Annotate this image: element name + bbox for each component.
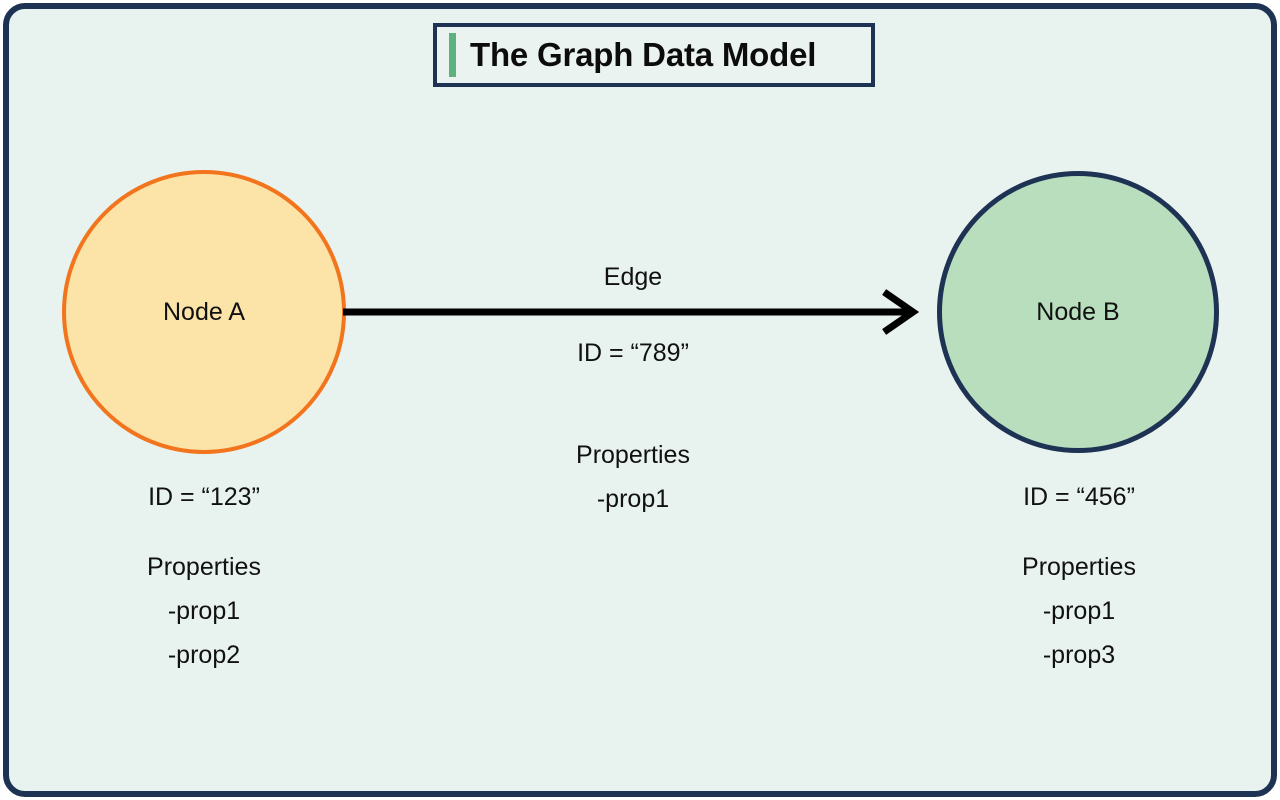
edge-label: Edge bbox=[513, 255, 753, 299]
node-a-property-item: -prop1 bbox=[167, 597, 241, 625]
page-title: The Graph Data Model bbox=[433, 23, 875, 87]
edge-label-text: Edge bbox=[603, 263, 663, 291]
edge-arrow bbox=[343, 289, 920, 335]
edge-properties: Properties -prop1 bbox=[513, 433, 753, 521]
node-b-property-item: -prop3 bbox=[1042, 641, 1116, 669]
node-b-property-item: -prop1 bbox=[1042, 597, 1116, 625]
node-a-property-item: -prop2 bbox=[167, 641, 241, 669]
edge-id: ID = “789” bbox=[513, 331, 753, 375]
node-b-properties-heading: Properties bbox=[1022, 553, 1136, 581]
node-b-info: ID = “456” Properties -prop1 -prop3 bbox=[939, 475, 1219, 677]
node-b-label: Node B bbox=[1036, 297, 1120, 326]
edge-property-item: -prop1 bbox=[596, 485, 670, 513]
node-a-label: Node A bbox=[162, 297, 245, 326]
title-accent-bar bbox=[449, 33, 456, 77]
node-b-circle[interactable]: Node B bbox=[937, 171, 1219, 453]
node-a-info: ID = “123” Properties -prop1 -prop2 bbox=[64, 475, 344, 677]
node-b-id: ID = “456” bbox=[1023, 483, 1135, 511]
node-a-properties-heading: Properties bbox=[147, 553, 261, 581]
node-a-circle[interactable]: Node A bbox=[62, 170, 346, 454]
diagram-canvas: The Graph Data Model Node A Node B Edge … bbox=[3, 3, 1277, 797]
node-a-id: ID = “123” bbox=[148, 483, 260, 511]
title-label: The Graph Data Model bbox=[470, 36, 817, 73]
edge-properties-heading: Properties bbox=[576, 441, 690, 469]
edge-id-text: ID = “789” bbox=[577, 339, 689, 367]
